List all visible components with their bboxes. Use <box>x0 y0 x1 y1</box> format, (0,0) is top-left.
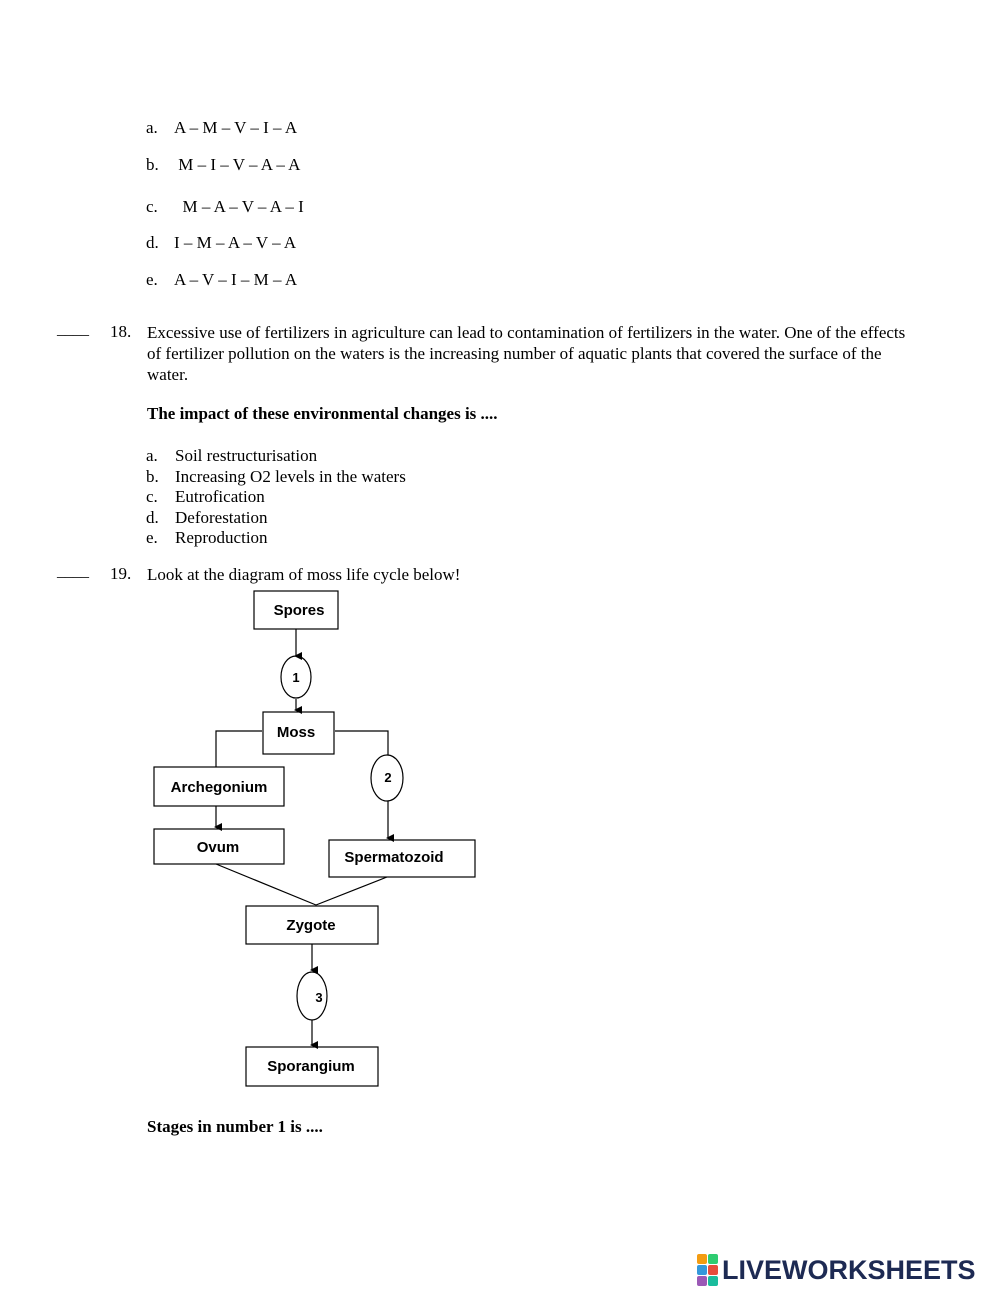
logo-tile <box>697 1265 707 1275</box>
q18-option-e[interactable]: e.Reproduction <box>146 528 268 548</box>
box-moss <box>262 711 335 755</box>
stage-circle-3 <box>296 971 328 1021</box>
q18-prompt: The impact of these environmental change… <box>147 404 498 423</box>
box-zygote <box>245 905 379 945</box>
circle-label-1: 1 <box>292 670 299 685</box>
q18-answer-blank[interactable]: ____ <box>57 321 89 338</box>
q17-option-a[interactable]: a.A – M – V – I – A <box>146 118 298 137</box>
box-sporangium <box>245 1046 379 1087</box>
logo-tile <box>708 1265 718 1275</box>
box-spores <box>253 590 339 630</box>
box-archegonium <box>153 766 285 807</box>
q19-answer-blank[interactable]: ____ <box>57 563 89 580</box>
line-ovum-to-zygote <box>215 863 317 906</box>
logo-tile <box>697 1254 707 1264</box>
q17-option-e[interactable]: e.A – V – I – M – A <box>146 270 298 289</box>
line-moss-to-archegonium <box>215 730 262 767</box>
label-archegonium: Archegonium <box>171 779 268 796</box>
label-ovum: Ovum <box>197 839 240 856</box>
circle-label-3: 3 <box>315 990 322 1005</box>
q18-option-c[interactable]: c.Eutrofication <box>146 487 265 507</box>
label-moss: Moss <box>277 724 315 741</box>
stage-circle-1 <box>280 655 312 699</box>
logo-tile <box>697 1276 707 1286</box>
label-spermatozoid: Spermatozoid <box>344 849 443 866</box>
logo-tile <box>708 1254 718 1264</box>
q18-options: a.Soil restructurisation b.Increasing O2… <box>146 446 406 549</box>
label-sporangium: Sporangium <box>267 1058 355 1075</box>
label-zygote: Zygote <box>286 917 335 934</box>
box-ovum <box>153 828 285 865</box>
q18-number: 18. <box>110 322 132 341</box>
liveworksheets-logo-icon <box>697 1254 718 1286</box>
logo-tile <box>708 1276 718 1286</box>
q19-text: Look at the diagram of moss life cycle b… <box>147 565 461 584</box>
circle-label-2: 2 <box>384 770 391 785</box>
line-moss-to-2 <box>335 730 389 755</box>
line-spermatozoid-to-zygote <box>315 876 388 906</box>
q19-number: 19. <box>110 564 132 583</box>
q18-option-b[interactable]: b.Increasing O2 levels in the waters <box>146 466 406 486</box>
footer-brand[interactable]: LIVEWORKSHEETS <box>697 1254 976 1286</box>
q17-option-d[interactable]: d.I – M – A – V – A <box>146 233 297 252</box>
box-spermatozoid <box>328 839 476 878</box>
stage-circle-2 <box>370 754 404 802</box>
label-spores: Spores <box>274 602 325 619</box>
q18-text: Excessive use of fertilizers in agricult… <box>147 323 906 384</box>
q19-prompt: Stages in number 1 is .... <box>147 1117 323 1136</box>
q17-option-c[interactable]: c. M – A – V – A – I <box>146 197 304 216</box>
q17-option-b[interactable]: b. M – I – V – A – A <box>146 155 301 174</box>
q18-option-a[interactable]: a.Soil restructurisation <box>146 446 318 465</box>
brand-name: LIVEWORKSHEETS <box>722 1254 976 1285</box>
q18-option-d[interactable]: d.Deforestation <box>146 507 268 527</box>
